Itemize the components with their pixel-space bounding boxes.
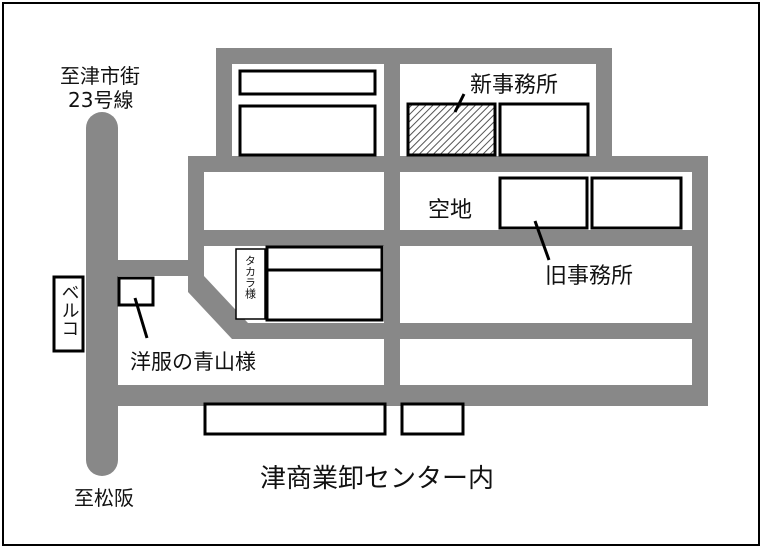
takara-building-a [265,245,384,272]
south-road-label: 至松阪 [74,486,134,510]
new-office-leader [453,93,466,113]
old-office-label: 旧事務所 [545,264,633,289]
road-row-2 [188,156,708,172]
road-bottom [100,385,708,406]
road-row-3 [188,230,708,246]
takara-label: タカラ様 [244,255,257,299]
road-top [216,48,612,64]
road-right-upper [596,48,612,168]
belco-label: ベルコ [59,283,80,337]
building-bottom-left [203,402,387,436]
old-office-leader [533,220,551,261]
map-title: 津商業卸センター内 [260,464,494,494]
road-left-upper [216,48,232,168]
north-road-label-line2: 23号線 [68,88,133,112]
building-right [590,176,683,230]
aoyama-leader [133,297,149,339]
aoyama-label: 洋服の青山様 [130,350,256,374]
buildings [52,69,683,436]
new-office-building [406,102,497,157]
building-top-small [238,69,377,96]
road-mid-vertical [384,48,400,406]
north-road-label-line1: 至津市街 [60,64,140,88]
vacant-lot-label: 空地 [428,198,472,223]
belco-building [52,275,85,353]
road-diagonal [188,276,248,339]
new-office-label: 新事務所 [470,73,558,98]
roads [86,48,708,476]
building-next-new-office [498,102,590,157]
road-left-lower [188,156,204,292]
building-bottom-right [400,402,465,436]
road-row-4 [232,323,708,339]
road-right-lower [692,156,708,406]
takara-building-b [265,268,384,322]
takara-label-box [235,248,266,320]
road-connector [100,260,204,276]
main-road [86,112,118,476]
building-top-left [238,104,377,157]
old-office-building [498,176,589,230]
